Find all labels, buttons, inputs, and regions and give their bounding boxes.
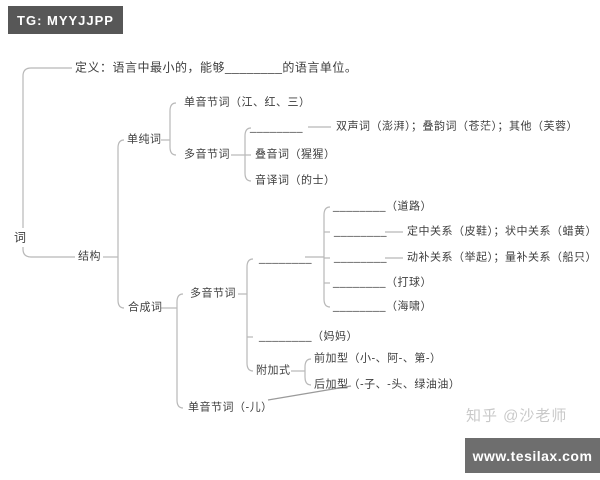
site-watermark-badge: www.tesilax.com <box>465 438 600 473</box>
compound-poly-blank: ________ <box>259 252 312 265</box>
reduplicated-word-label: 叠音词（猩猩） <box>255 148 336 161</box>
definition-label: 定义：语言中最小的，能够________的语言单位。 <box>75 60 358 75</box>
row-blank-dingzhong: ________ <box>334 225 387 238</box>
simple-monosyllable-label: 单音节词（江、红、三） <box>184 96 311 109</box>
simple-poly-blank: ________ <box>250 121 303 134</box>
simple-polysyllable-label: 多音节词 <box>184 148 230 161</box>
lianmian-note-label: 双声词（澎湃）；叠韵词（苍茫）；其他（芙蓉） <box>336 120 578 133</box>
row-note-dingzhong: 定中关系（皮鞋）；状中关系（蜡黄） <box>407 225 597 238</box>
tg-header-badge: TG: MYYJJPP <box>8 6 123 34</box>
row-blank-daolu: ________（道路） <box>333 200 432 213</box>
tg-header-label: TG: MYYJJPP <box>17 12 114 28</box>
simple-word-label: 单纯词 <box>127 133 162 146</box>
row-note-dongbu: 动补关系（举起）；量补关系（船只） <box>407 251 597 264</box>
compound-monosyllable-label: 单音节词（-儿） <box>188 401 273 414</box>
zhihu-watermark: 知乎 @沙老师 <box>466 407 568 425</box>
compound-word-label: 合成词 <box>128 301 163 314</box>
row-blank-haixiao: ________（海啸） <box>333 300 432 313</box>
row-blank-daqiu: ________（打球） <box>333 276 432 289</box>
compound-polysyllable-label: 多音节词 <box>190 287 236 300</box>
row-blank-mama: ________（妈妈） <box>259 330 358 343</box>
row-blank-dongbu: ________ <box>334 251 387 264</box>
suffix-type-label: 后加型（-子、-头、绿油油） <box>314 378 461 391</box>
prefix-type-label: 前加型（小-、阿-、第-） <box>314 352 442 365</box>
site-watermark-label: www.tesilax.com <box>472 447 593 464</box>
affix-type-label: 附加式 <box>256 364 291 377</box>
root-node-label: 词 <box>14 230 27 245</box>
transliterated-word-label: 音译词（的士） <box>255 174 336 187</box>
structure-node-label: 结构 <box>78 250 101 263</box>
